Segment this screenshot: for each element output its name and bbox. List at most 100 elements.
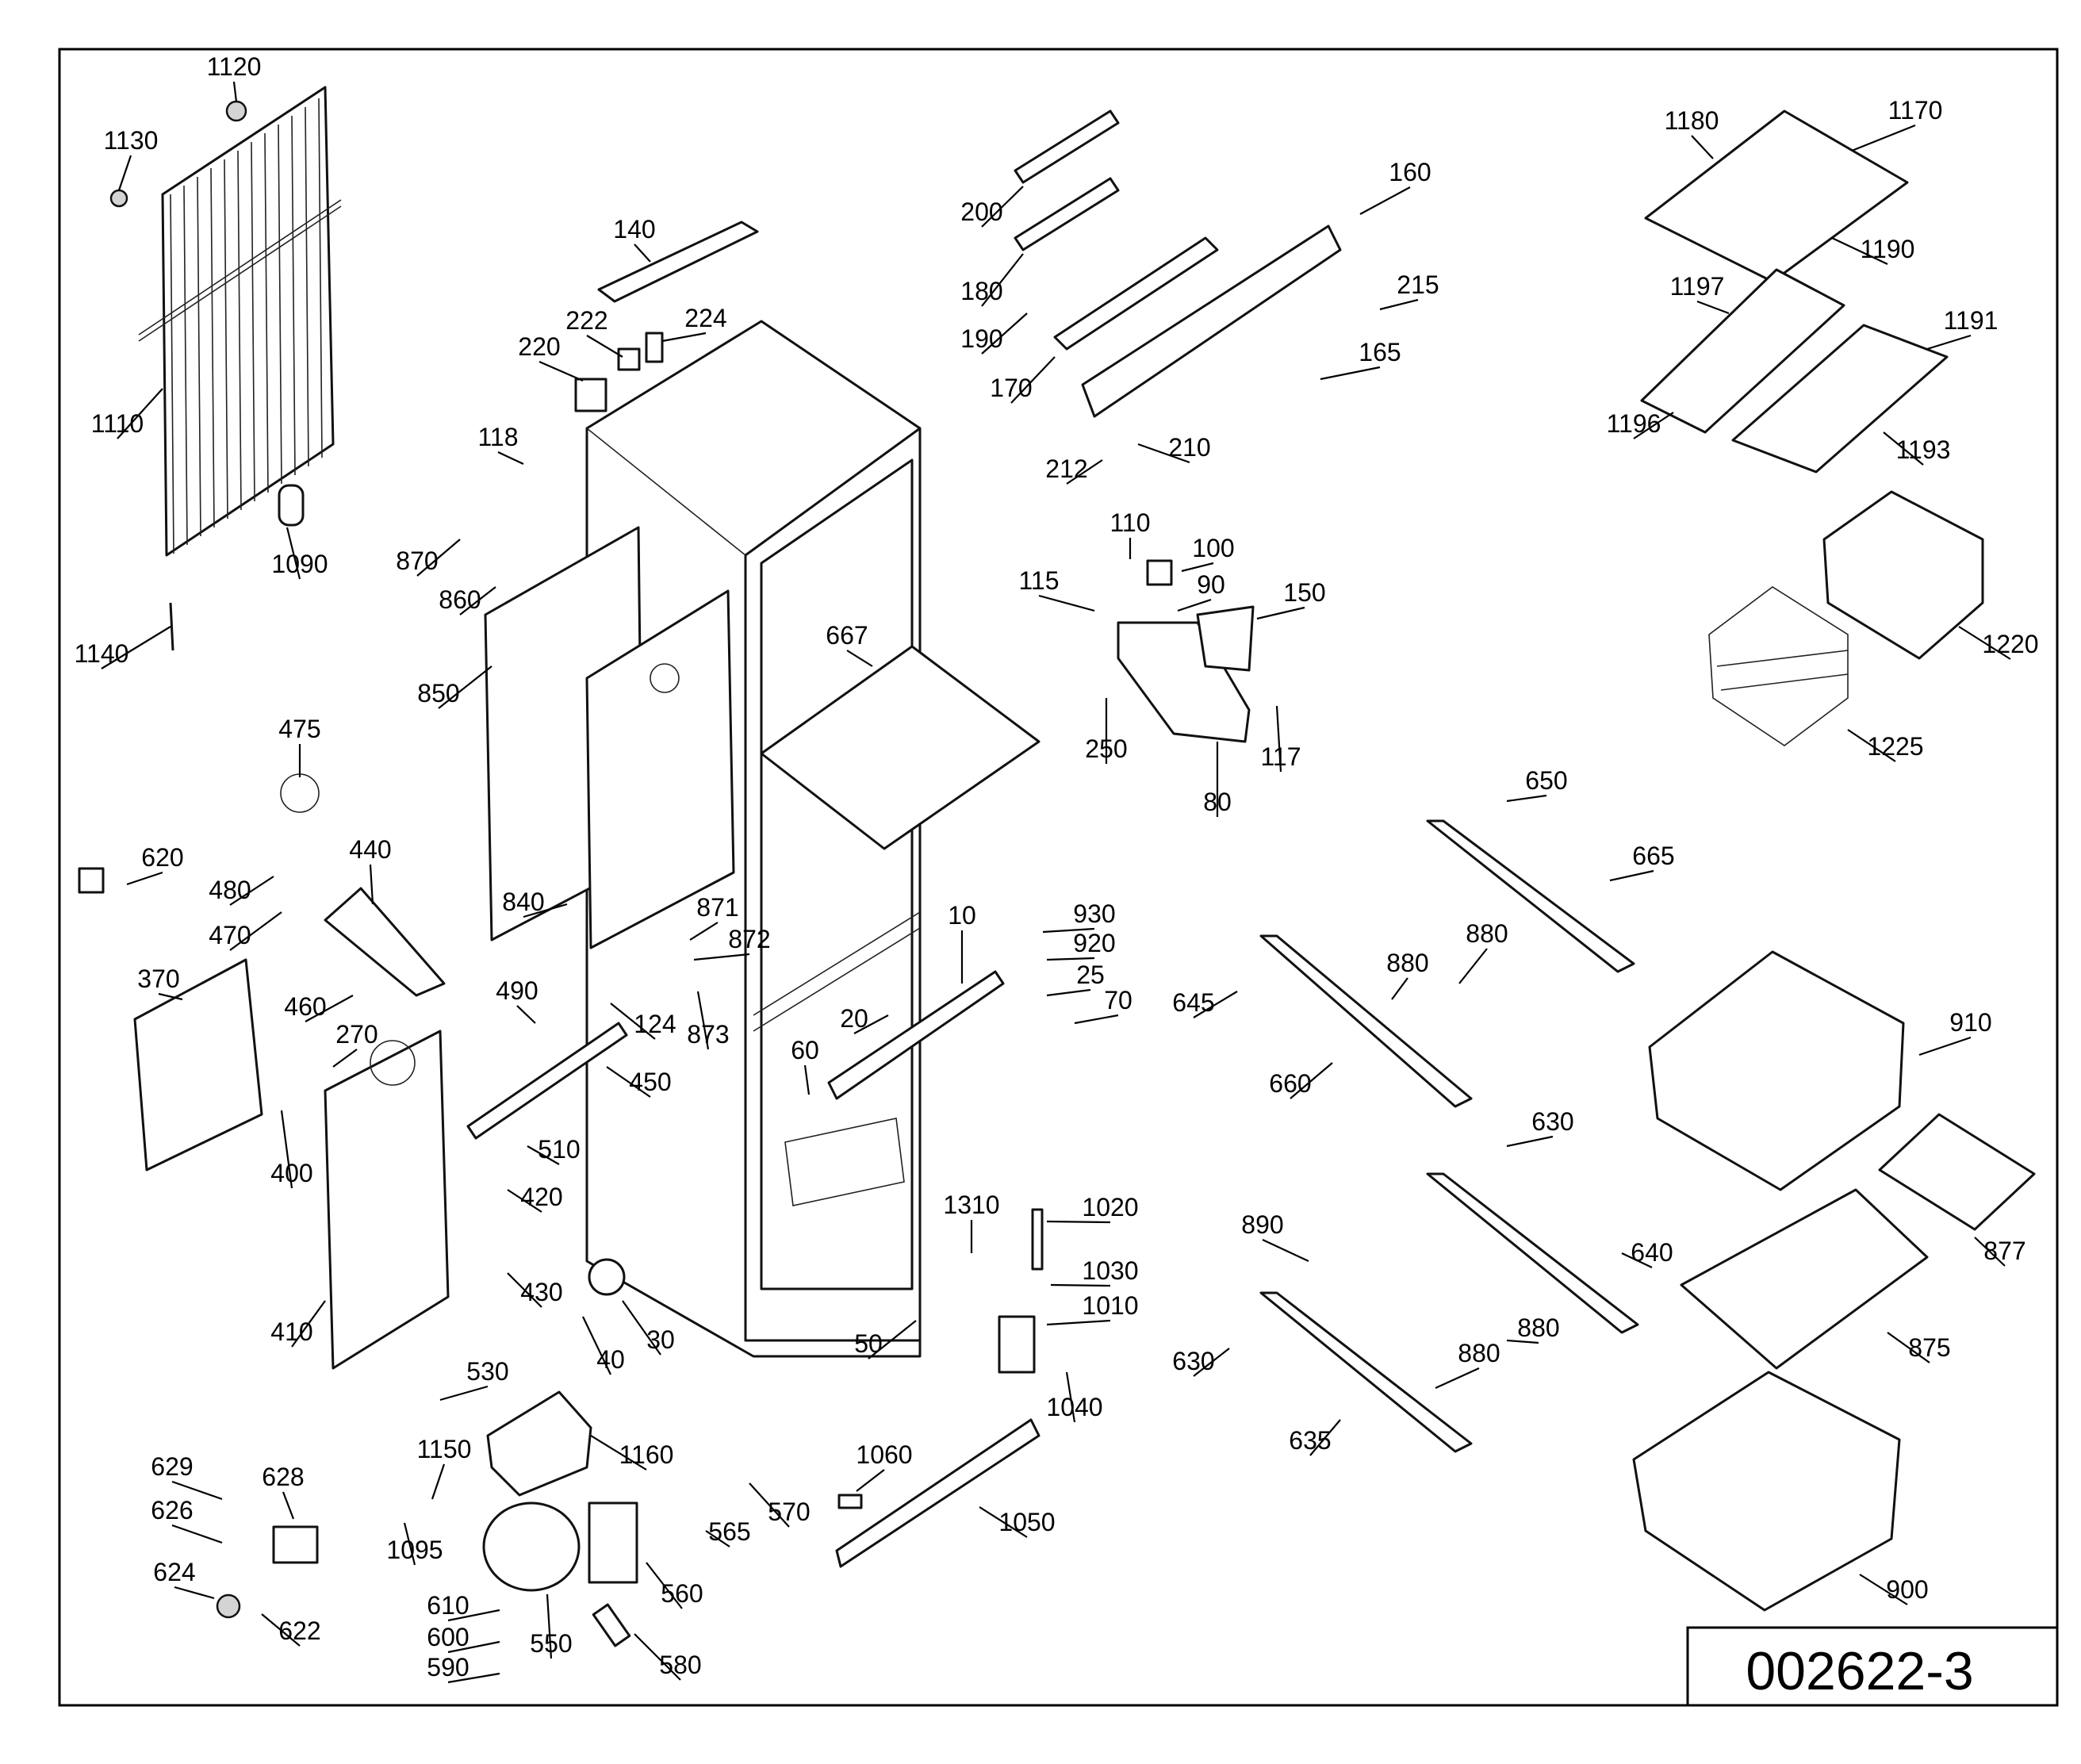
coil-tube xyxy=(278,124,282,485)
part-number-label: 215 xyxy=(1397,270,1439,299)
part-number-label: 1191 xyxy=(1944,306,1999,335)
leader-line xyxy=(856,1469,885,1492)
leader-line xyxy=(1851,124,1916,152)
part-560-relay xyxy=(588,1501,638,1584)
part-number-label: 490 xyxy=(496,976,538,1005)
condenser-coil xyxy=(138,86,342,651)
part-number-label: 635 xyxy=(1289,1426,1331,1455)
leader-line xyxy=(117,388,163,439)
leader-line xyxy=(1831,237,1888,265)
part-1120-grommet xyxy=(225,100,247,122)
part-number-label: 1130 xyxy=(104,126,159,155)
part-880-rail-2 xyxy=(1259,934,1473,1108)
part-number-label: 470 xyxy=(209,921,251,949)
part-number-label: 1040 xyxy=(1046,1393,1102,1421)
leader-line xyxy=(459,586,496,615)
part-number-label: 118 xyxy=(477,423,518,451)
leader-line xyxy=(261,1613,301,1647)
part-number-label: 1160 xyxy=(619,1440,674,1469)
leader-line xyxy=(1506,1135,1554,1148)
leader-line xyxy=(1290,1062,1333,1099)
part-number-label: 1110 xyxy=(91,409,144,438)
part-number-label: 629 xyxy=(151,1452,193,1481)
part-drawings xyxy=(78,86,2036,1647)
part-number-label: 910 xyxy=(1949,1008,1991,1037)
leader-line xyxy=(416,539,461,577)
part-1130-screw xyxy=(109,189,128,208)
part-number-label: 850 xyxy=(417,679,459,708)
leader-line xyxy=(447,1672,500,1684)
coil-tube xyxy=(305,106,309,467)
part-number-label: 160 xyxy=(1389,158,1431,186)
part-number-label: 220 xyxy=(518,332,560,361)
leader-line xyxy=(439,1385,489,1402)
leader-line xyxy=(1193,1348,1230,1377)
part-number-label: 124 xyxy=(634,1010,676,1038)
part-1193-shelf xyxy=(1731,324,1949,474)
leader-line xyxy=(1883,431,1924,466)
diagram-frame xyxy=(58,48,2059,1707)
part-450-heater xyxy=(466,1022,628,1140)
leader-line xyxy=(846,650,873,667)
leader-line xyxy=(1887,1332,1930,1363)
part-410-duct-cover xyxy=(324,1030,450,1370)
coil-tube xyxy=(170,194,174,554)
leader-line xyxy=(1046,1220,1111,1224)
leader-line xyxy=(610,1003,656,1040)
part-number-label: 1225 xyxy=(1867,732,1923,761)
part-number-label: 70 xyxy=(1104,986,1132,1014)
part-222-clip xyxy=(617,347,641,371)
part-number-label: 890 xyxy=(1241,1210,1283,1239)
part-440-fan-shroud xyxy=(324,887,446,997)
leader-line xyxy=(634,1633,681,1681)
part-number-label: 1060 xyxy=(856,1440,912,1469)
coil-tube xyxy=(237,150,242,511)
leader-line xyxy=(280,1110,293,1189)
leader-line xyxy=(516,1005,536,1024)
leader-line xyxy=(447,1640,500,1654)
leader-line xyxy=(1506,1339,1539,1344)
part-1225-wire-rack xyxy=(1708,586,1849,746)
leader-line xyxy=(1137,443,1190,464)
part-number-label: 180 xyxy=(960,277,1002,305)
part-number-label: 610 xyxy=(427,1591,469,1620)
part-number-label: 224 xyxy=(684,304,726,332)
part-number-label: 100 xyxy=(1192,534,1234,562)
part-number-label: 1140 xyxy=(75,639,129,668)
leader-line xyxy=(1859,1574,1908,1605)
part-number-label: 1020 xyxy=(1082,1193,1138,1221)
leader-line xyxy=(1320,366,1381,381)
part-number-label: 900 xyxy=(1886,1575,1928,1604)
leader-line xyxy=(229,911,282,951)
part-667-glass-shelf xyxy=(760,645,1040,850)
part-910-drawer xyxy=(1648,950,1905,1191)
coil-tube xyxy=(251,141,255,502)
leader-line xyxy=(158,992,183,1001)
title-block: 002622-3 xyxy=(1686,1626,2059,1707)
leader-line xyxy=(981,253,1024,307)
part-number-label: 1180 xyxy=(1665,106,1719,135)
leader-line xyxy=(546,1593,553,1659)
part-number-label: 650 xyxy=(1525,766,1567,795)
part-150-cover xyxy=(1196,605,1255,672)
part-number-label: 570 xyxy=(768,1497,810,1526)
leader-line xyxy=(1042,927,1095,934)
leader-line xyxy=(1193,991,1238,1018)
part-170-board xyxy=(1053,236,1219,351)
part-number-label: 530 xyxy=(466,1357,508,1386)
part-100-knob xyxy=(1146,559,1173,586)
leader-line xyxy=(582,1316,611,1375)
part-number-label: 622 xyxy=(278,1616,320,1645)
part-number-label: 645 xyxy=(1172,988,1214,1017)
part-30-roller xyxy=(588,1258,626,1296)
part-number-label: 1030 xyxy=(1082,1256,1138,1285)
part-number-label: 872 xyxy=(728,925,770,953)
part-10-trim xyxy=(827,970,1005,1100)
part-number-label: 590 xyxy=(427,1653,469,1682)
part-number-label: 630 xyxy=(1531,1107,1573,1136)
leader-line xyxy=(1066,459,1103,485)
part-1220-bin xyxy=(1822,490,1984,660)
part-number-label: 25 xyxy=(1076,961,1105,989)
leader-line xyxy=(1435,1367,1480,1390)
part-880-rail-4 xyxy=(1259,1291,1473,1453)
